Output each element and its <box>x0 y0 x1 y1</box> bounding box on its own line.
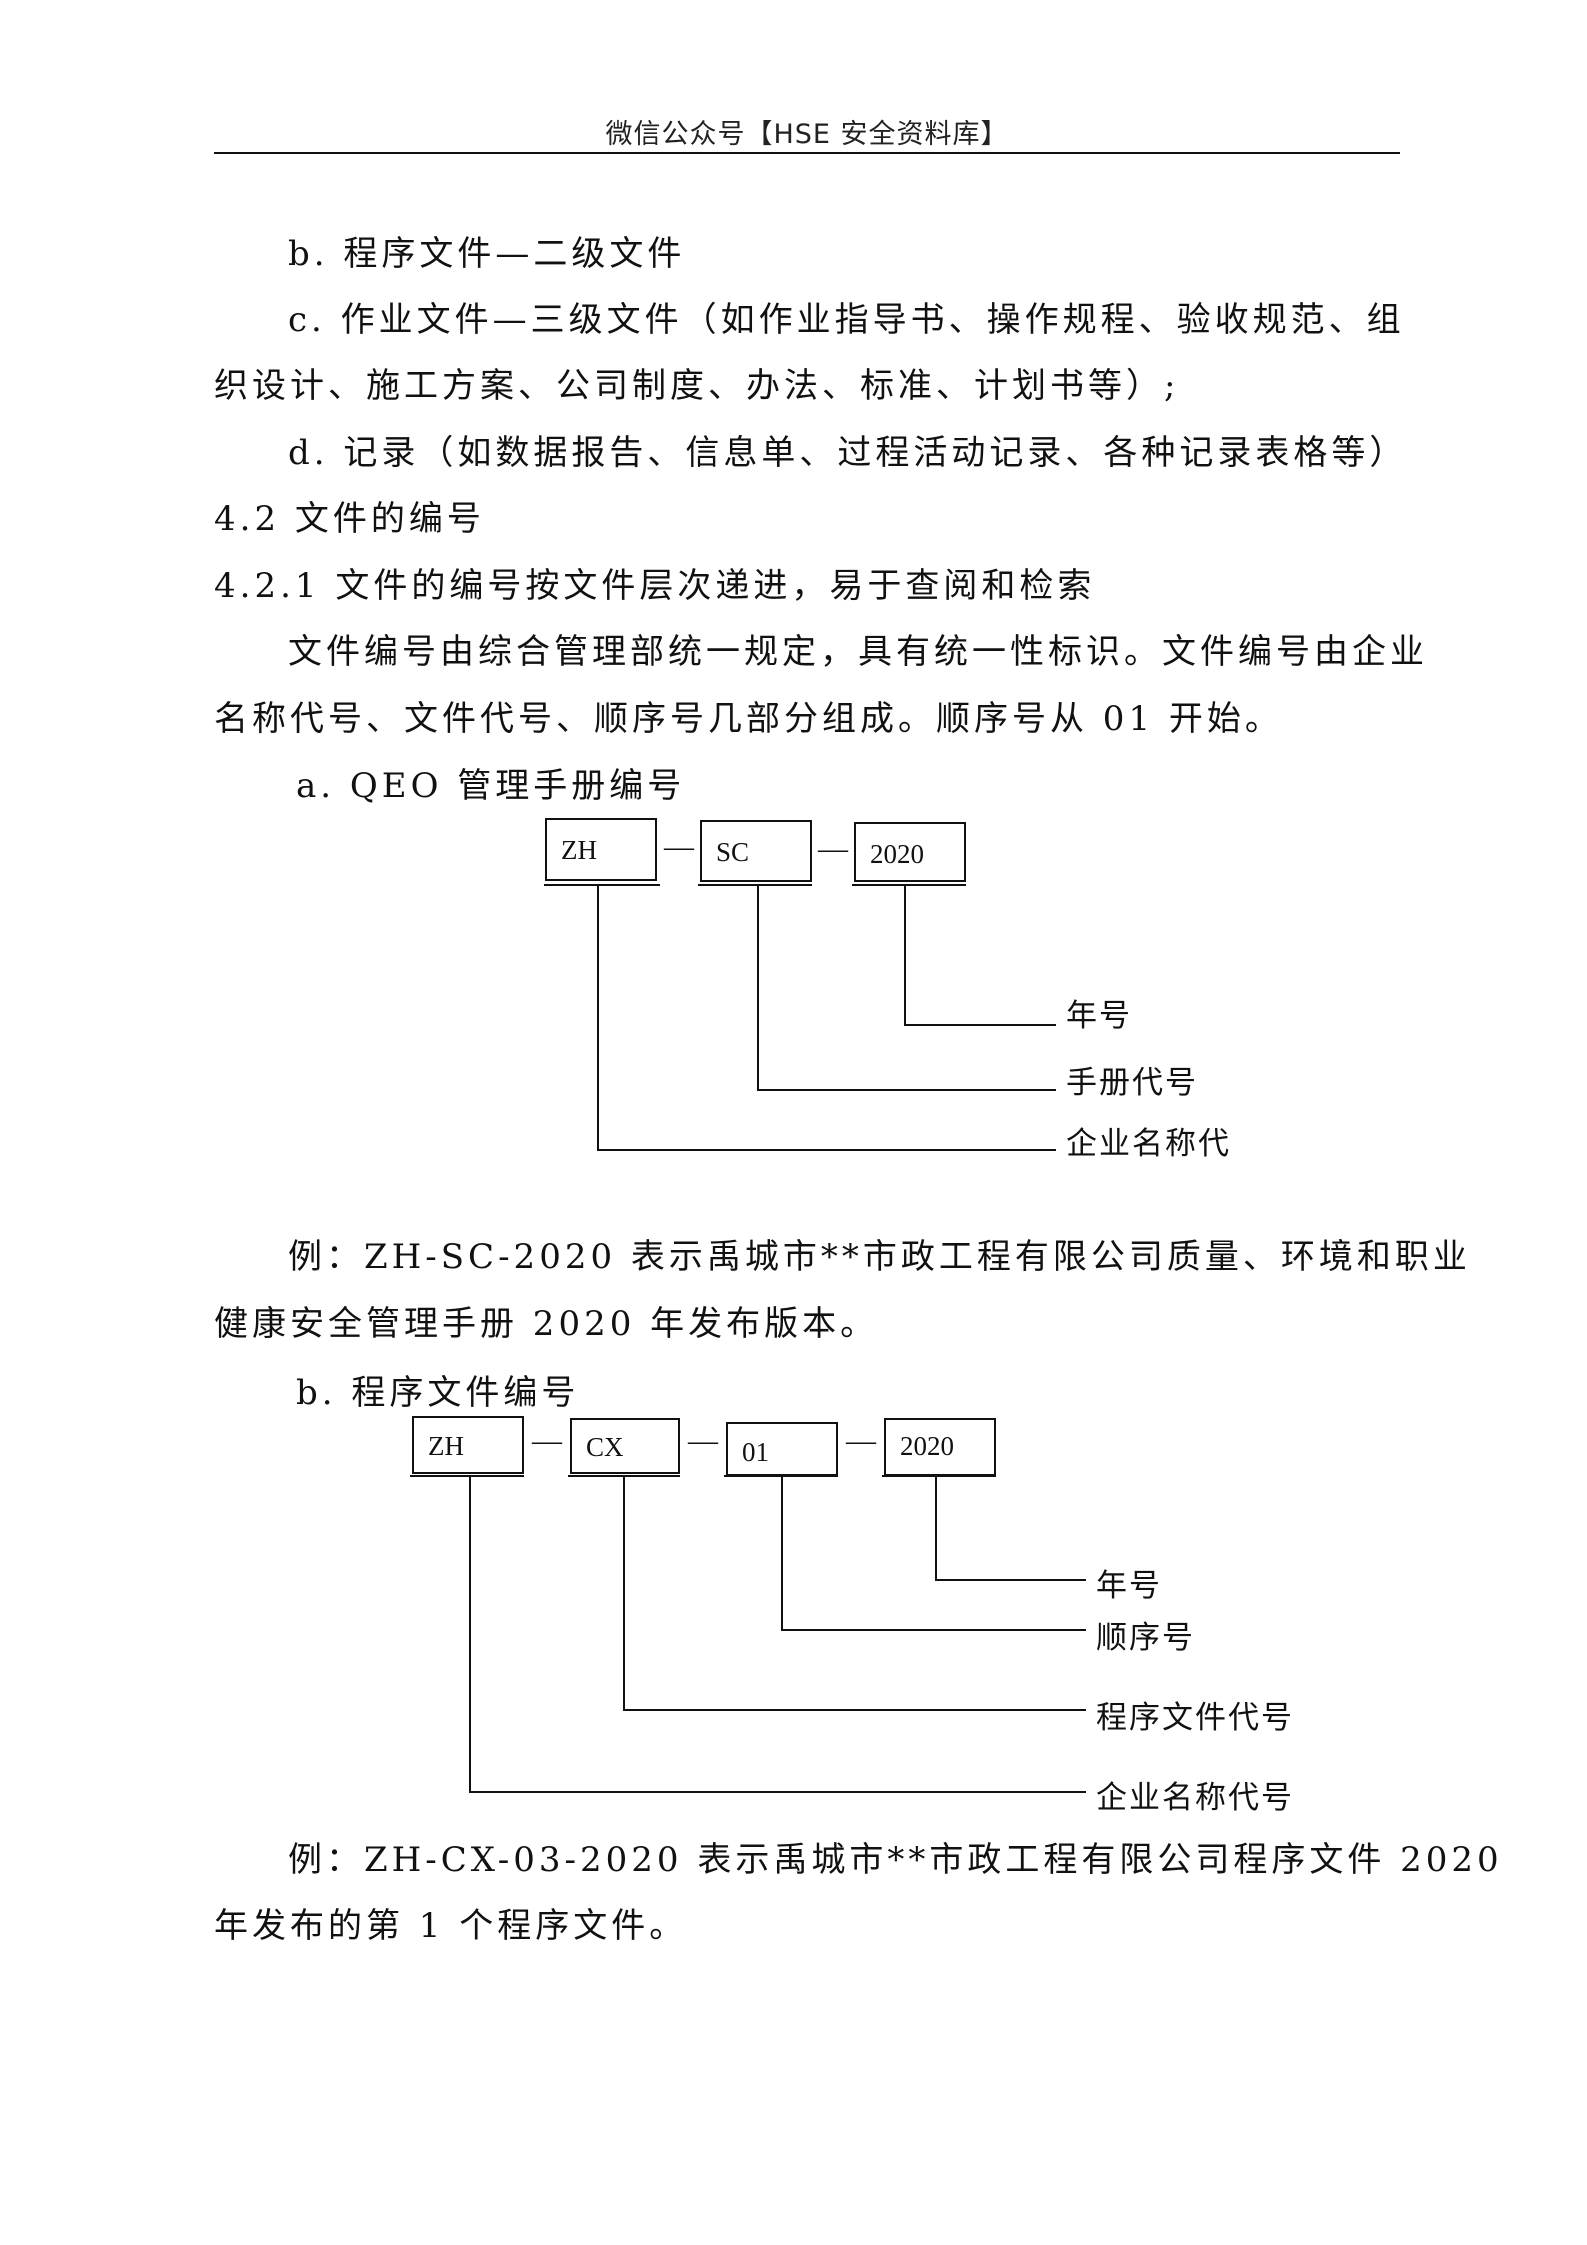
code-dash: — <box>532 1424 562 1457</box>
example-line: 例：ZH-SC-2020 表示禹城市**市政工程有限公司质量、环境和职业 <box>288 1237 1471 1277</box>
code-dash: — <box>846 1424 876 1457</box>
label-year: 年号 <box>1066 998 1132 1034</box>
code-box-manual: SC <box>700 820 812 882</box>
code-box-procedure: CX <box>570 1418 680 1474</box>
list-item-c-cont: 织设计、施工方案、公司制度、办法、标准、计划书等）; <box>214 366 1180 406</box>
code-dash: — <box>664 830 694 863</box>
list-item-c: c. 作业文件—三级文件（如作业指导书、操作规程、验收规范、组 <box>288 300 1405 340</box>
example-line: 年发布的第 1 个程序文件。 <box>214 1906 688 1946</box>
label-company-code: 企业名称代 <box>1066 1126 1231 1162</box>
code-dash: — <box>688 1424 718 1457</box>
label-company-code: 企业名称代号 <box>1096 1780 1294 1816</box>
label-sequence: 顺序号 <box>1096 1620 1195 1656</box>
subheading-b: b. 程序文件编号 <box>296 1373 580 1413</box>
page-header: 微信公众号【HSE 安全资料库】 <box>605 119 1009 150</box>
section-heading-4-2: 4.2 文件的编号 <box>214 499 485 539</box>
header-rule <box>214 152 1400 154</box>
list-item-b: b. 程序文件—二级文件 <box>288 234 686 274</box>
label-year: 年号 <box>1096 1568 1162 1604</box>
example-line: 例：ZH-CX-03-2020 表示禹城市**市政工程有限公司程序文件 2020 <box>288 1840 1503 1880</box>
label-procedure-code: 程序文件代号 <box>1096 1700 1294 1736</box>
paragraph-line: 文件编号由综合管理部统一规定，具有统一性标识。文件编号由企业 <box>288 632 1428 672</box>
label-manual-code: 手册代号 <box>1066 1065 1198 1101</box>
section-heading-4-2-1: 4.2.1 文件的编号按文件层次递进，易于查阅和检索 <box>214 566 1096 606</box>
code-box-year: 2020 <box>884 1418 996 1476</box>
paragraph-line: 名称代号、文件代号、顺序号几部分组成。顺序号从 01 开始。 <box>214 699 1283 739</box>
example-line: 健康安全管理手册 2020 年发布版本。 <box>214 1304 879 1344</box>
code-box-company: ZH <box>545 818 657 881</box>
code-box-company: ZH <box>412 1416 524 1474</box>
code-box-year: 2020 <box>854 822 966 882</box>
code-box-sequence: 01 <box>726 1422 838 1476</box>
code-dash: — <box>818 832 848 865</box>
subheading-a: a. QEO 管理手册编号 <box>296 766 686 806</box>
list-item-d: d. 记录（如数据报告、信息单、过程活动记录、各种记录表格等） <box>288 433 1408 473</box>
